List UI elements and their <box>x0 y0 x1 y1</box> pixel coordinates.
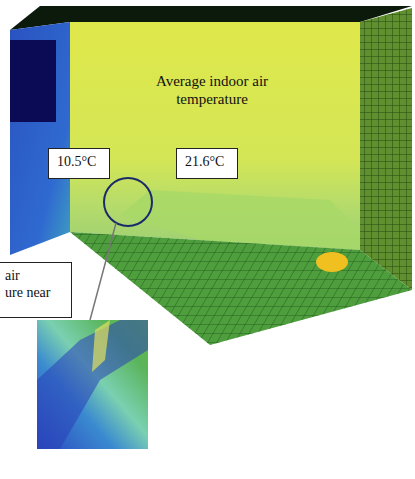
box-text: air <box>5 268 63 285</box>
box-text: 10.5°C <box>57 154 101 171</box>
zoom-circle <box>104 178 152 226</box>
box-text: 21.6°C <box>185 154 229 171</box>
inset-warm-streak <box>92 320 110 372</box>
right-wall-grid <box>360 8 412 290</box>
leader-line <box>90 223 116 320</box>
annotation-label: Average indoor air temperature <box>137 72 287 108</box>
box-text: ure near <box>5 285 63 302</box>
temperature-box: 10.5°C <box>48 148 110 179</box>
back-wall <box>70 22 360 250</box>
temperature-box: 21.6°C <box>176 148 238 179</box>
inset-cold-zone <box>37 320 148 449</box>
zoom-inset <box>37 320 148 449</box>
window <box>10 40 56 122</box>
temperature-box: airure near <box>0 262 72 318</box>
right-wall <box>360 8 412 290</box>
warm-spot <box>316 252 348 272</box>
left-wall <box>10 22 70 255</box>
